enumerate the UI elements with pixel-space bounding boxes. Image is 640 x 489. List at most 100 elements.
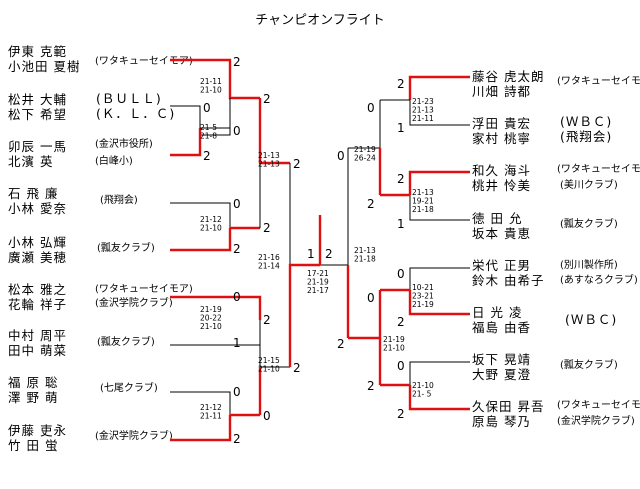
right-entry-2: 浮田 貴宏家村 桃寧 bbox=[472, 116, 531, 146]
label-L_r1b-0: 21-13 bbox=[258, 151, 280, 160]
left-r1d-bot bbox=[170, 415, 232, 442]
right-r1a-top bbox=[408, 75, 470, 100]
right-r1d-top bbox=[409, 361, 470, 385]
left-entry-1: 伊東 克範小池田 夏樹 bbox=[8, 44, 81, 74]
left-club-9: (金沢学院クラブ) bbox=[95, 431, 173, 442]
score-L8: 2 bbox=[263, 221, 271, 235]
label-L_pre2-0: 21-12 bbox=[200, 215, 222, 224]
label-R_sf2-1: 21-10 bbox=[383, 344, 405, 353]
left-r1b-top bbox=[170, 202, 231, 228]
left-entry-7: 中村 周平田中 萌菜 bbox=[8, 328, 67, 358]
score-L2: 0 bbox=[203, 101, 211, 115]
left-club-5: (瓢友クラブ) bbox=[97, 243, 155, 254]
score-L16: 1 bbox=[307, 247, 315, 261]
left-club-2b: (Ｋ．Ｌ．Ｃ) bbox=[96, 106, 176, 121]
right-sf2-top bbox=[348, 290, 382, 340]
score-L3: 0 bbox=[233, 124, 241, 138]
score-R14: 0 bbox=[337, 149, 345, 163]
score-R6: 2 bbox=[367, 197, 375, 211]
score-R1: 2 bbox=[397, 77, 405, 91]
right-club-6: (ＷＢＣ) bbox=[565, 312, 618, 327]
score-L15: 2 bbox=[293, 157, 301, 171]
label-R_r1c-1: 23-21 bbox=[412, 292, 434, 301]
right-r1c-top bbox=[409, 267, 470, 290]
left-club-4: (飛翔会) bbox=[100, 195, 138, 206]
left-r1c-top bbox=[170, 295, 262, 320]
left-club-6a: (ワタキューセイモア) bbox=[95, 284, 193, 295]
label-R_r1d-1: 21- 5 bbox=[412, 390, 432, 399]
left-club-6b: (金沢学院クラブ) bbox=[95, 298, 173, 309]
left-entry-9: 伊藤 吏永竹 田 蛍 bbox=[8, 423, 67, 453]
label-L_r2a-1: 21-14 bbox=[258, 262, 280, 271]
right-entry-8: 久保田 昇吾原島 琴乃 bbox=[472, 399, 545, 429]
label-R_sf1-0: 21-19 bbox=[354, 145, 376, 154]
label-R_r1a-2: 21-11 bbox=[412, 114, 434, 123]
right-entry-7: 坂下 晃靖大野 夏澄 bbox=[472, 352, 531, 382]
score-R10: 2 bbox=[397, 407, 405, 421]
score-R13: 2 bbox=[337, 337, 345, 351]
score-R8: 2 bbox=[397, 315, 405, 329]
left-r1b-bot bbox=[170, 228, 232, 252]
label-R_r1c-2: 21-19 bbox=[412, 300, 434, 309]
right-r1b-bot bbox=[409, 195, 470, 221]
page-title: チャンピオンフライト bbox=[255, 13, 385, 28]
score-L13: 0 bbox=[263, 409, 271, 423]
score-L11: 2 bbox=[263, 313, 271, 327]
label-L_r2b-0: 21-15 bbox=[258, 356, 280, 365]
right-club-2b: (飛翔会) bbox=[560, 129, 613, 144]
label-L_r1d-0: 21-12 bbox=[200, 403, 222, 412]
right-entry-3: 和久 海斗桃井 怜美 bbox=[472, 163, 531, 193]
left-club-7: (瓢友クラブ) bbox=[97, 337, 155, 348]
right-entry-1: 藤谷 虎太朗川畑 詩都 bbox=[472, 69, 545, 99]
score-L12: 0 bbox=[233, 385, 241, 399]
right-r1d-bot bbox=[408, 385, 470, 411]
right-r1b-top bbox=[408, 170, 470, 195]
right-club-8b: (金沢学院クラブ) bbox=[557, 416, 635, 427]
score-L4: 2 bbox=[203, 149, 211, 163]
label-L_pre-1: 21-8 bbox=[200, 132, 217, 141]
score-R5: 0 bbox=[367, 101, 375, 115]
left-r1d-top bbox=[170, 391, 231, 415]
label-L_r1b-1: 21-13 bbox=[258, 160, 280, 169]
label-L_r1c-0: 21-19 bbox=[200, 305, 222, 314]
label-L_r1a-0: 21-11 bbox=[200, 77, 222, 86]
label-L_r2b-1: 21-10 bbox=[258, 365, 280, 374]
right-club-4: (瓢友クラブ) bbox=[560, 219, 618, 230]
left-entry-5: 小林 弘輝廣瀬 美穂 bbox=[8, 235, 67, 265]
score-R3: 2 bbox=[397, 172, 405, 186]
left-entry-3: 卯辰 一馬北濱 英 bbox=[8, 139, 67, 169]
right-club-3a: (ワタキューセイモア) bbox=[557, 164, 640, 175]
left-r1a-top bbox=[170, 58, 260, 100]
score-L6: 0 bbox=[233, 197, 241, 211]
label-L_pre-0: 21-5 bbox=[200, 123, 217, 132]
score-L9: 0 bbox=[233, 290, 241, 304]
left-sf-bot bbox=[288, 263, 320, 367]
label-L_r2a-0: 21-16 bbox=[258, 253, 280, 262]
right-club-2a: (ＷＢＣ) bbox=[560, 114, 613, 129]
right-entry-6: 日 光 凌福島 由香 bbox=[472, 305, 531, 335]
label-R_sf2-0: 21-19 bbox=[383, 335, 405, 344]
right-club-8a: (ワタキューセイモア) bbox=[557, 400, 640, 411]
right-entry-4: 徳 田 允坂本 貴恵 bbox=[472, 211, 531, 241]
right-r1a-bot bbox=[409, 100, 470, 126]
label-R_sf1-1: 26-24 bbox=[354, 154, 376, 163]
label-R_f-1: 21-18 bbox=[354, 255, 376, 264]
right-r1c-bot bbox=[408, 290, 470, 316]
label-L_r1d-1: 21-11 bbox=[200, 412, 222, 421]
left-club-8: (七尾クラブ) bbox=[100, 383, 158, 394]
label-R_r1b-2: 21-18 bbox=[412, 205, 434, 214]
left-pre-bot bbox=[170, 128, 202, 157]
score-L10: 1 bbox=[233, 336, 241, 350]
label-F-2: 21-17 bbox=[307, 286, 329, 295]
score-R15: 2 bbox=[325, 247, 333, 261]
right-club-5b: (あすなろクラブ) bbox=[560, 275, 638, 286]
right-club-3b: (美川クラブ) bbox=[560, 180, 618, 191]
right-club-5a: (別川製作所) bbox=[560, 260, 618, 271]
left-entry-8: 福 原 聡澤 野 萌 bbox=[8, 375, 59, 405]
label-R_r1a-1: 21-13 bbox=[412, 106, 434, 115]
left-club-3b: (白峰小) bbox=[95, 156, 133, 167]
score-R9: 0 bbox=[397, 359, 405, 373]
left-club-3a: (金沢市役所) bbox=[95, 139, 153, 150]
left-entry-4: 石 飛 廉小林 愛奈 bbox=[8, 186, 67, 216]
